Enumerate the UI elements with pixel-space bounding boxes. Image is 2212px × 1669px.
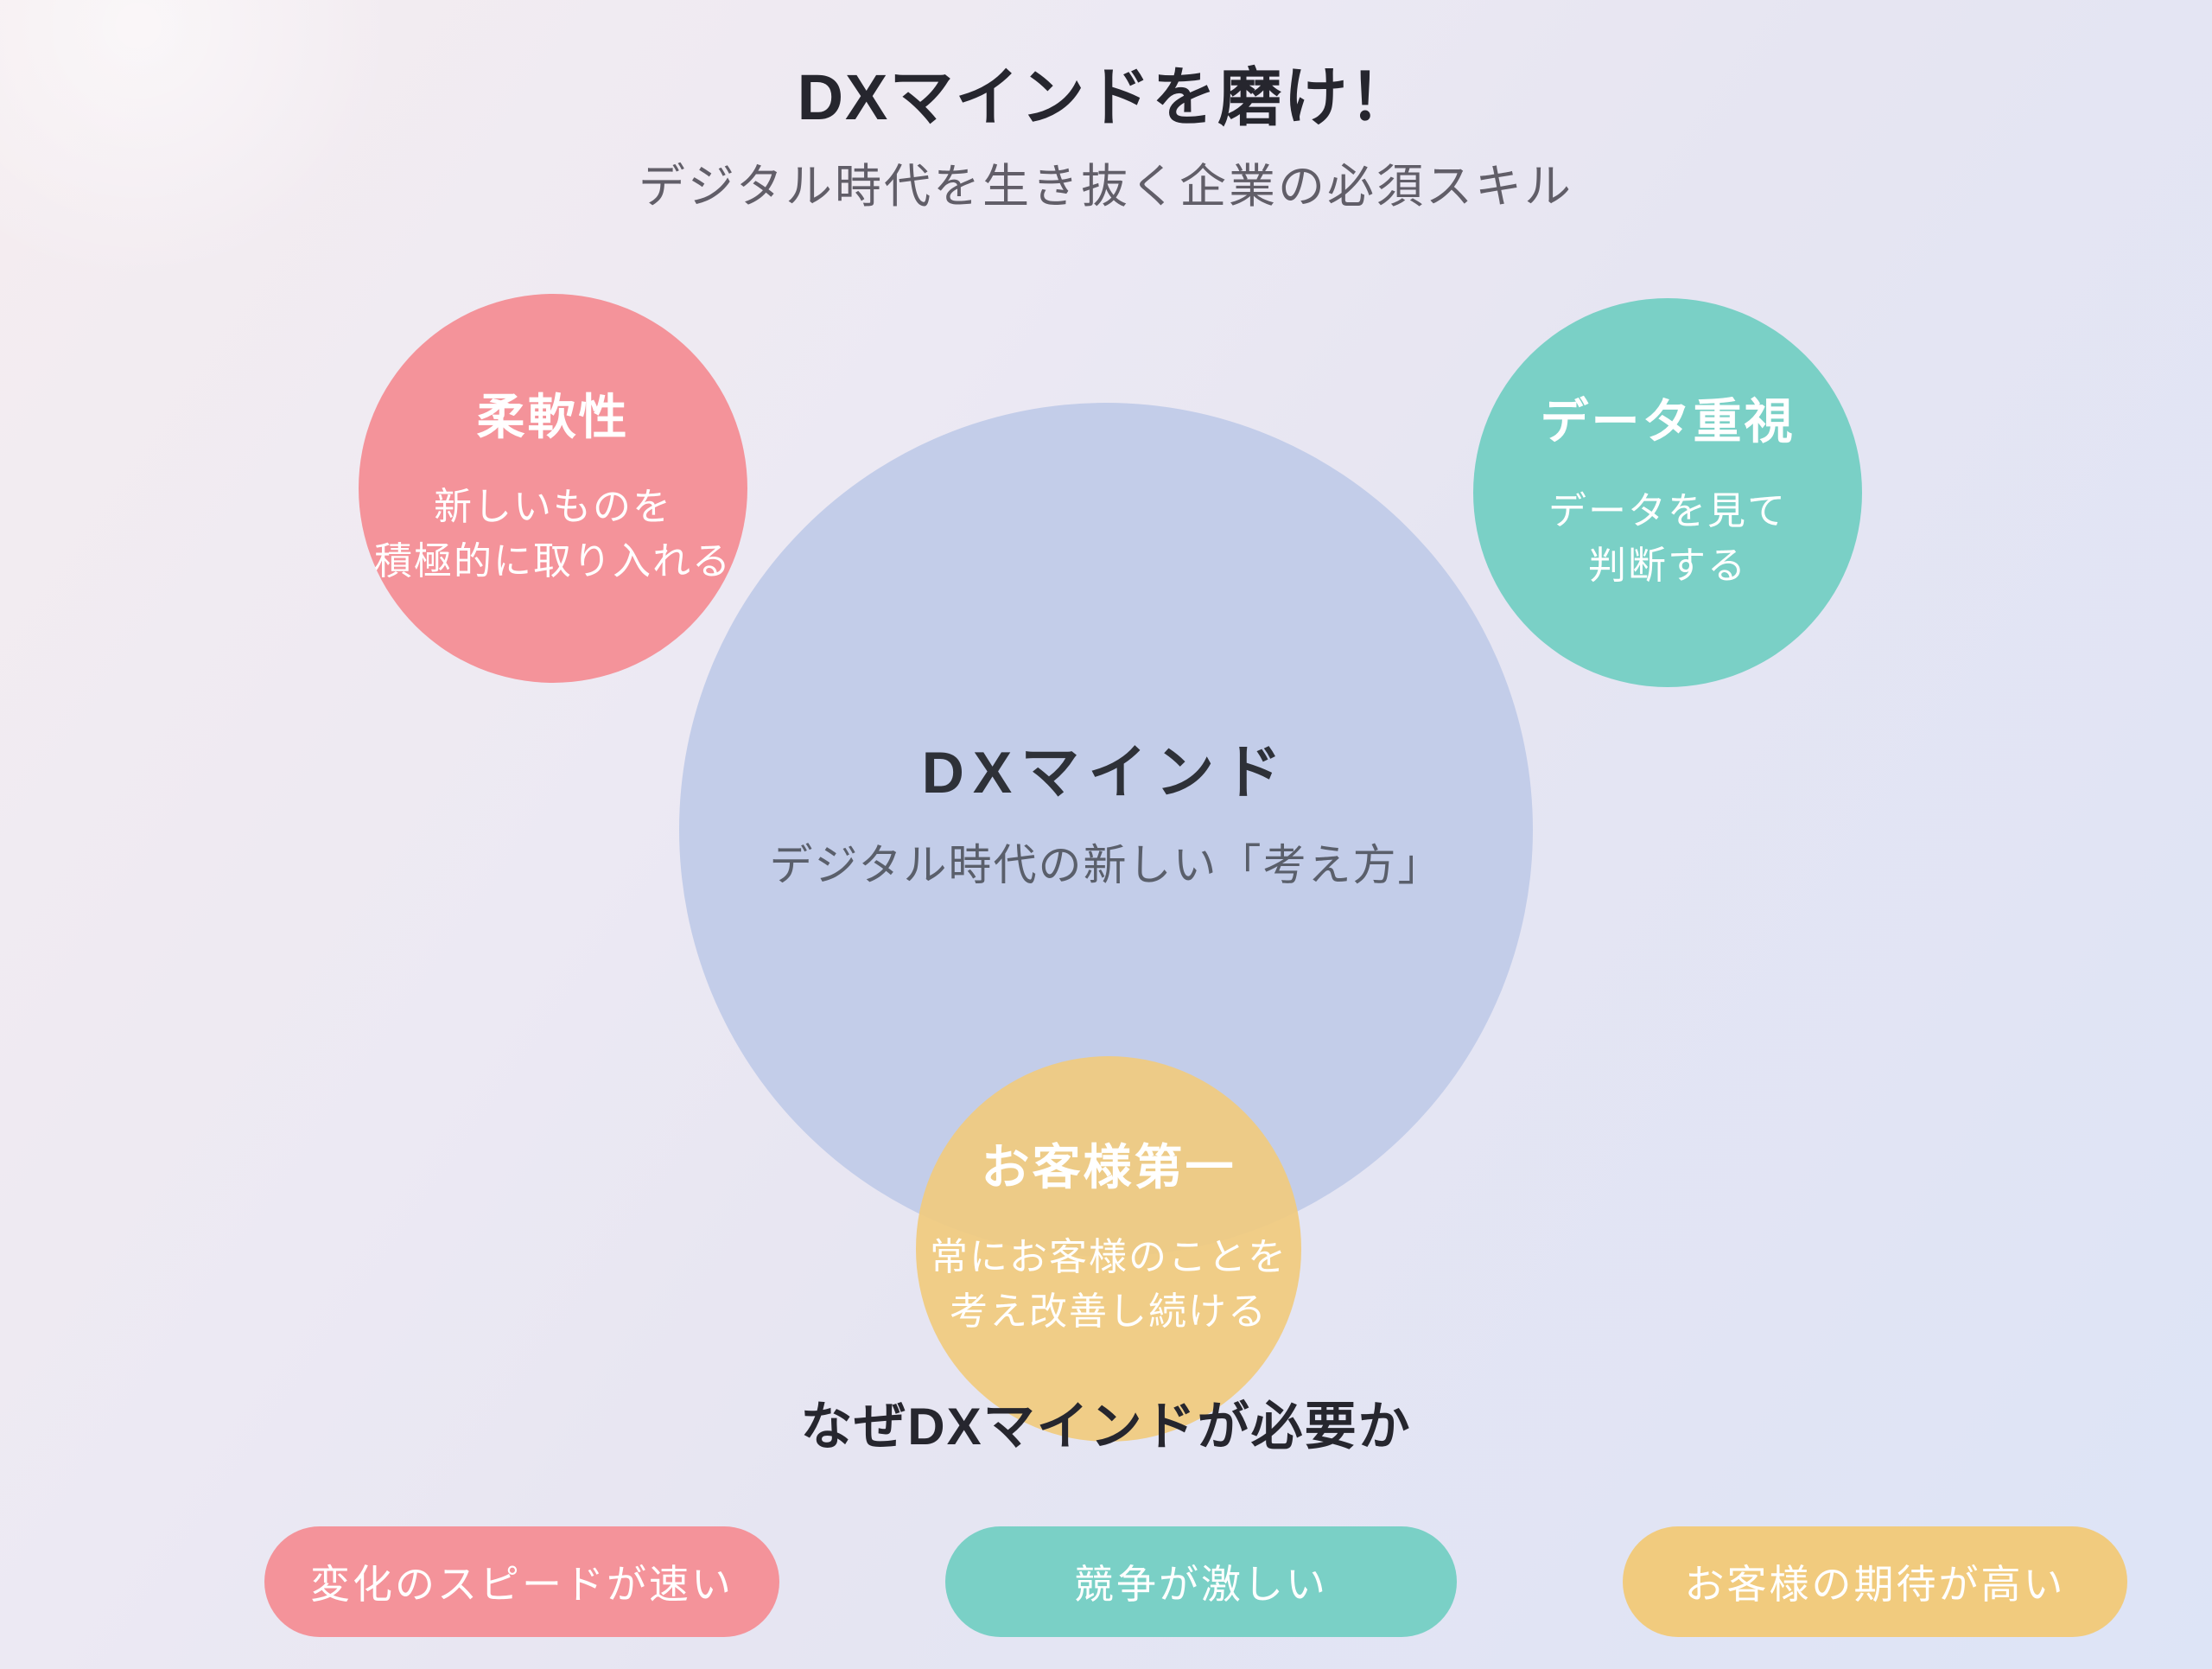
reason-pill-expectation-label: お客様の期待が高い [1684,1562,2066,1607]
satellite-customer-content: お客様第一 常にお客様のことを 考え改善し続ける [930,1138,1287,1338]
satellite-data-description: データを見て 判断する [1548,484,1787,593]
satellite-flexibility-content: 柔軟性 新しいものを 積極的に取り入れる [374,388,732,588]
page-subtitle: デジタル時代を生き抜く企業の必須スキル [639,161,1573,213]
satellite-customer-desc-line1: 常にお客様のことを [930,1235,1287,1278]
header: DXマインドを磨け！ デジタル時代を生き抜く企業の必須スキル [0,61,2212,217]
satellite-flexibility-desc-line2: 積極的に取り入れる [374,539,732,583]
center-circle-content: DXマインド デジタル時代の新しい「考え方」 [770,738,1443,895]
satellite-data-desc-line2: 判断する [1588,544,1747,587]
satellite-customer-desc-line2: 考え改善し続ける [950,1290,1268,1333]
reason-pill-speed-of-change: 変化のスピードが速い [264,1526,779,1637]
reason-pill-customer-expectation: お客様の期待が高い [1623,1526,2127,1637]
satellite-circle-flexibility: 柔軟性 新しいものを 積極的に取り入れる [359,294,747,683]
satellite-data-content: データ重視 データを見て 判断する [1541,392,1796,592]
center-circle-title: DXマインド [921,739,1291,806]
satellite-flexibility-description: 新しいものを 積極的に取り入れる [374,480,732,589]
reason-pill-speed-label: 変化のスピードが速い [310,1562,734,1607]
satellite-circle-customer-first: お客様第一 常にお客様のことを 考え改善し続ける [916,1056,1301,1442]
satellite-data-desc-line1: データを見て [1548,489,1787,532]
page-title: DXマインドを磨け！ [797,61,1415,133]
reason-pill-competition-label: 競争が激しい [1074,1562,1328,1607]
satellite-customer-description: 常にお客様のことを 考え改善し続ける [930,1230,1287,1339]
satellite-flexibility-desc-line1: 新しいものを [434,485,672,528]
why-section-heading: なぜDXマインドが必要か [800,1398,1412,1456]
satellite-customer-title: お客様第一 [981,1140,1236,1195]
reason-pill-competition: 競争が激しい [945,1526,1457,1637]
satellite-data-title: データ重視 [1540,394,1796,449]
center-circle-subtitle: デジタル時代の新しい「考え方」 [769,841,1443,890]
satellite-circle-data-driven: データ重視 データを見て 判断する [1473,298,1862,687]
satellite-flexibility-title: 柔軟性 [476,390,630,445]
